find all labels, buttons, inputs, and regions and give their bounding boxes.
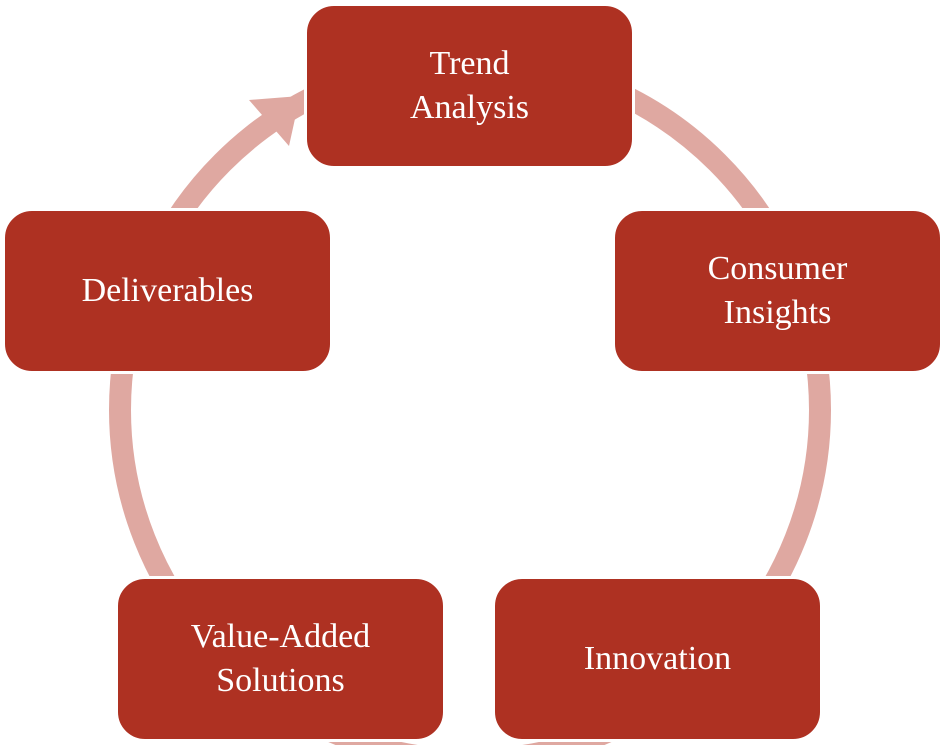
cycle-arrowhead <box>249 96 300 146</box>
node-value-added-solutions: Value-Added Solutions <box>115 576 446 742</box>
node-deliverables: Deliverables <box>2 208 333 374</box>
node-trend-analysis: Trend Analysis <box>304 3 635 169</box>
node-innovation: Innovation <box>492 576 823 742</box>
node-consumer-insights: Consumer Insights <box>612 208 943 374</box>
